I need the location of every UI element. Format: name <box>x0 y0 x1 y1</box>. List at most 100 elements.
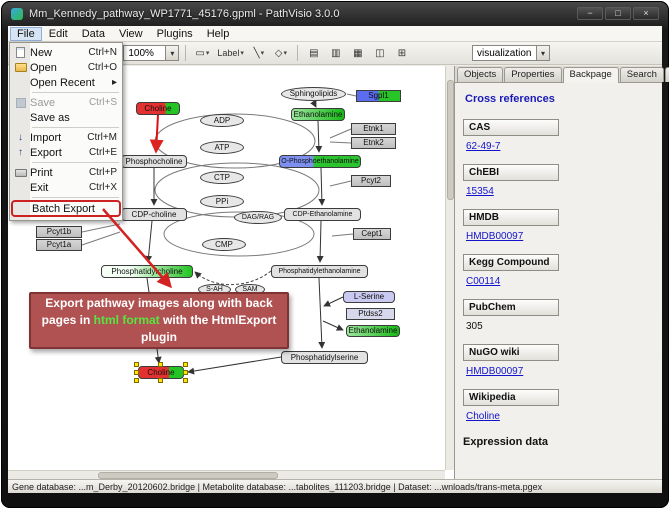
node-ethanolamine-2[interactable]: Ethanolamine <box>346 325 400 337</box>
node-phosphatidylethanolamine[interactable]: Phosphatidylethanolamine <box>271 265 368 278</box>
node-adp[interactable]: ADP <box>200 114 244 127</box>
titlebar[interactable]: Mm_Kennedy_pathway_WP1771_45176.gpml - P… <box>1 1 669 26</box>
selection-handle[interactable] <box>134 370 139 375</box>
new-icon <box>16 47 25 58</box>
node-pcyt1b[interactable]: Pcyt1b <box>36 226 82 238</box>
visualization-select[interactable]: visualization ▾ <box>472 45 550 61</box>
node-etnk1[interactable]: Etnk1 <box>351 123 396 135</box>
stack-button[interactable]: ▦ <box>348 44 368 62</box>
xref-link-chebi[interactable]: 15354 <box>466 186 494 197</box>
node-cdp-choline[interactable]: CDP-choline <box>121 208 187 221</box>
node-dag[interactable]: DAG/RAG <box>234 211 282 224</box>
datanode-tool-button[interactable]: ▭▾ <box>192 44 212 62</box>
menu-item-open-recent[interactable]: Open Recent ▸ <box>11 75 121 90</box>
xref-section-cas: CAS 62-49-7 <box>463 119 654 164</box>
node-phosphocholine[interactable]: Phosphocholine <box>121 155 187 168</box>
menu-item-import[interactable]: ↓ Import Ctrl+M <box>11 130 121 145</box>
menubar: File Edit Data View Plugins Help <box>8 26 662 42</box>
menu-item-exit[interactable]: Exit Ctrl+X <box>11 180 121 195</box>
menu-item-print[interactable]: Print Ctrl+P <box>11 165 121 180</box>
node-ppi[interactable]: PPi <box>200 195 244 208</box>
menu-help[interactable]: Help <box>206 27 230 40</box>
align-vertical-icon: ▥ <box>331 47 341 59</box>
node-sphingolipids[interactable]: Sphingolipids <box>281 87 346 101</box>
tab-search[interactable]: Search <box>619 67 664 82</box>
node-atp[interactable]: ATP <box>200 141 244 154</box>
node-ptdss2[interactable]: Ptdss2 <box>346 308 395 320</box>
xref-link-nugo[interactable]: HMDB00097 <box>466 366 524 377</box>
tab-backpage[interactable]: Backpage <box>562 67 619 83</box>
selection-handle[interactable] <box>158 362 163 367</box>
maximize-button[interactable]: □ <box>605 7 631 20</box>
selection-handle[interactable] <box>134 378 139 383</box>
node-phosphatidylserine[interactable]: Phosphatidylserine <box>281 351 368 364</box>
selection-handle[interactable] <box>158 378 163 383</box>
node-l-serine[interactable]: L-Serine <box>343 291 395 303</box>
menu-icon-cell <box>11 63 30 72</box>
selection-handle[interactable] <box>183 378 188 383</box>
node-o-phosphoethanolamine[interactable]: O-Phosphoethanolamine <box>279 155 361 168</box>
expression-data-heading: Expression data <box>463 436 548 448</box>
menu-item-save[interactable]: Save Ctrl+S <box>11 95 121 110</box>
tab-properties[interactable]: Properties <box>504 67 562 82</box>
menu-data[interactable]: Data <box>81 27 105 40</box>
menu-item-open[interactable]: Open Ctrl+O <box>11 60 121 75</box>
xref-link-hmdb[interactable]: HMDB00097 <box>466 231 524 242</box>
xref-link-cas[interactable]: 62-49-7 <box>466 141 501 152</box>
shape-tool-button[interactable]: ◇▾ <box>271 44 291 62</box>
node-cmp[interactable]: CMP <box>202 238 246 251</box>
stack-icon: ▦ <box>353 47 363 59</box>
menu-plugins[interactable]: Plugins <box>156 27 193 40</box>
menu-item-label: Open <box>30 61 57 74</box>
node-etnk2[interactable]: Etnk2 <box>351 137 396 149</box>
menu-view[interactable]: View <box>118 27 143 40</box>
tab-objects[interactable]: Objects <box>457 67 504 82</box>
xref-link-kegg[interactable]: C00114 <box>466 276 501 287</box>
grid-button[interactable]: ⊞ <box>392 44 412 62</box>
zoom-select[interactable]: 100% ▾ <box>123 45 180 61</box>
canvas-vertical-scrollbar[interactable] <box>445 66 454 470</box>
group-button[interactable]: ◫ <box>370 44 390 62</box>
minimize-button[interactable]: − <box>577 7 603 20</box>
xref-header: CAS <box>463 119 559 136</box>
selection-handle[interactable] <box>183 370 188 375</box>
selection-handle[interactable] <box>183 362 188 367</box>
annotation-text: Export pathway images along with back pa… <box>41 295 277 345</box>
menu-edit[interactable]: Edit <box>48 27 68 40</box>
align-horizontal-button[interactable]: ▤ <box>304 44 324 62</box>
menu-item-label: Export <box>30 146 62 159</box>
menu-file[interactable]: File <box>10 26 42 41</box>
close-button[interactable]: × <box>633 7 659 20</box>
menu-item-batch-export[interactable]: Batch Export <box>11 200 121 217</box>
node-cdp-ethanolamine[interactable]: CDP-Ethanolamine <box>284 208 361 221</box>
node-pcyt1a[interactable]: Pcyt1a <box>36 239 82 251</box>
line-tool-button[interactable]: ╲▾ <box>249 44 269 62</box>
chevron-down-icon: ▾ <box>536 46 549 60</box>
tab-legend[interactable]: Legend <box>664 67 669 82</box>
xref-header: NuGO wiki <box>463 344 559 361</box>
xref-link-wikipedia[interactable]: Choline <box>466 411 500 422</box>
menu-item-export[interactable]: ↑ Export Ctrl+E <box>11 145 121 160</box>
menu-separator <box>32 127 119 128</box>
xref-section-wikipedia: Wikipedia Choline <box>463 389 654 434</box>
canvas-horizontal-scrollbar[interactable] <box>8 470 445 479</box>
node-ethanolamine-top[interactable]: Ethanolamine <box>291 108 345 121</box>
menu-separator <box>32 92 119 93</box>
node-cept1[interactable]: Cept1 <box>353 228 391 240</box>
selection-handle[interactable] <box>134 362 139 367</box>
node-phosphatidylcholine[interactable]: Phosphatidylcholine <box>101 265 193 278</box>
node-ctp[interactable]: CTP <box>200 171 244 184</box>
chevron-down-icon: ▾ <box>283 50 287 57</box>
menu-item-shortcut: Ctrl+P <box>88 167 117 178</box>
label-tool-button[interactable]: Label▾ <box>214 44 247 62</box>
node-choline-top[interactable]: Choline <box>136 102 180 115</box>
scrollbar-thumb[interactable] <box>447 80 454 200</box>
align-vertical-button[interactable]: ▥ <box>326 44 346 62</box>
menu-item-save-as[interactable]: Save as <box>11 110 121 125</box>
scrollbar-thumb[interactable] <box>98 472 278 479</box>
node-sgpl1[interactable]: Sgpl1 <box>356 90 401 102</box>
node-pcyt2[interactable]: Pcyt2 <box>351 175 391 187</box>
annotation-callout: Export pathway images along with back pa… <box>29 292 289 349</box>
menu-item-new[interactable]: New Ctrl+N <box>11 45 121 60</box>
